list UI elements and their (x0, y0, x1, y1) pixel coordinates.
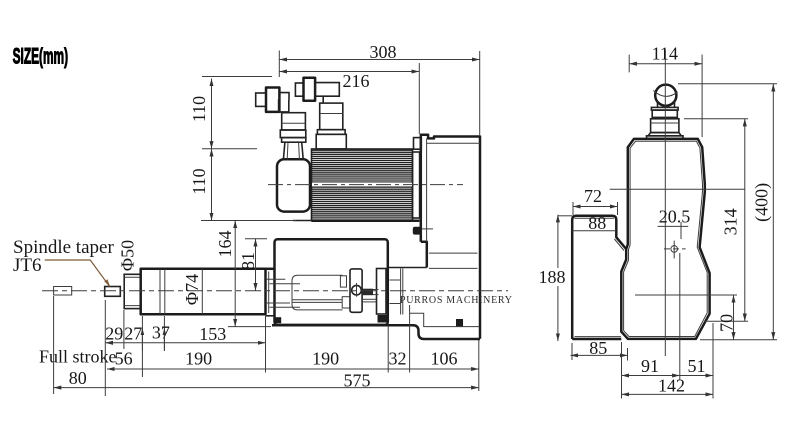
svg-text:PURROS MACHINERY: PURROS MACHINERY (400, 295, 513, 306)
svg-text:314: 314 (721, 208, 741, 235)
svg-text:Full stroke: Full stroke (39, 347, 117, 367)
svg-text:SIZE(mm): SIZE(mm) (13, 44, 69, 69)
svg-text:37: 37 (152, 323, 170, 343)
svg-text:216: 216 (343, 71, 370, 91)
svg-text:153: 153 (199, 324, 226, 344)
svg-text:Spindle taper: Spindle taper (13, 237, 114, 258)
svg-text:308: 308 (370, 42, 397, 62)
svg-text:81: 81 (238, 252, 258, 270)
svg-text:Φ50: Φ50 (118, 240, 138, 271)
svg-text:32: 32 (389, 349, 407, 369)
svg-text:110: 110 (189, 168, 209, 194)
svg-text:575: 575 (344, 371, 371, 391)
svg-text:190: 190 (312, 349, 339, 369)
svg-text:80: 80 (69, 368, 87, 388)
svg-text:91: 91 (641, 356, 659, 376)
svg-text:27: 27 (124, 324, 142, 344)
svg-text:72: 72 (584, 186, 602, 206)
svg-text:JT6: JT6 (13, 255, 42, 276)
svg-text:20.5: 20.5 (659, 207, 691, 227)
svg-text:164: 164 (215, 231, 235, 258)
svg-text:110: 110 (189, 96, 209, 122)
svg-text:(400): (400) (752, 183, 773, 222)
svg-text:114: 114 (652, 44, 678, 64)
svg-text:142: 142 (658, 376, 685, 396)
svg-text:Φ74: Φ74 (182, 274, 202, 305)
svg-text:51: 51 (688, 356, 706, 376)
svg-text:188: 188 (539, 267, 566, 287)
svg-text:29: 29 (105, 324, 123, 344)
svg-text:70: 70 (717, 314, 737, 332)
svg-text:190: 190 (185, 349, 212, 369)
svg-text:106: 106 (431, 349, 458, 369)
svg-text:85: 85 (589, 338, 607, 358)
svg-text:88: 88 (588, 213, 606, 233)
svg-text:56: 56 (115, 349, 133, 369)
